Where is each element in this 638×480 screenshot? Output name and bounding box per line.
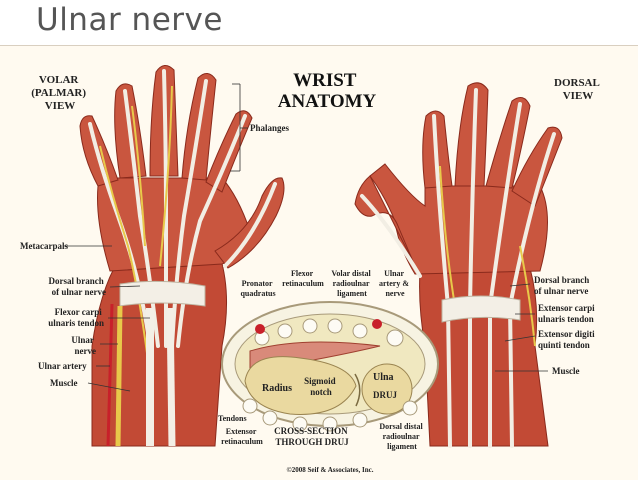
druj-label: DRUJ: [373, 390, 397, 400]
muscle-right-label: Muscle: [552, 366, 580, 376]
volar-view-line-1: VOLAR: [39, 74, 80, 86]
radius-label: Radius: [262, 383, 292, 394]
ulnar-artery-nerve-label: Ulnar artery & nerve: [379, 269, 411, 298]
figure-title: WRIST ANATOMY: [278, 70, 377, 112]
phalanges-label: Phalanges: [250, 123, 290, 133]
edq-tendon-label: Extensor digiti quinti tendon: [538, 329, 597, 350]
fcu-tendon-label: Flexor carpi ulnaris tendon: [48, 307, 104, 328]
dorsal-view-line-2: VIEW: [563, 90, 594, 102]
volar-view-line-3: VIEW: [45, 100, 76, 112]
wrist-anatomy-illustration: WRIST ANATOMY VOLAR (PALMAR) VIEW DORSAL…: [0, 45, 638, 480]
extensor-retinaculum-label: Extensor retinaculum: [221, 427, 263, 446]
ulnar-artery-label: Ulnar artery: [38, 361, 87, 371]
volar-view-label: VOLAR (PALMAR) VIEW: [31, 74, 89, 112]
dorsal-view-line-1: DORSAL: [554, 77, 600, 89]
cross-section-caption: CROSS-SECTION THROUGH DRUJ: [274, 426, 350, 447]
metacarpals-label: Metacarpals: [20, 241, 68, 251]
muscle-left-label: Muscle: [50, 378, 78, 388]
dorsal-distal-ligament-label: Dorsal distal radioulnar ligament: [379, 422, 424, 451]
ulnar-nerve-label: Ulnar nerve: [71, 335, 96, 356]
figure-title-line-1: WRIST: [293, 70, 357, 91]
figure-title-line-2: ANATOMY: [278, 91, 377, 112]
ulna-label: Ulna: [373, 372, 394, 383]
copyright-text: ©2008 Seif & Associates, Inc.: [287, 466, 374, 474]
dorsal-branch-left-label: Dorsal branch of ulnar nerve: [48, 276, 106, 297]
cross-section: [222, 302, 438, 431]
flexor-retinaculum-label: Flexor retinaculum: [282, 269, 324, 288]
volar-view-line-2: (PALMAR): [31, 87, 86, 99]
dorsal-branch-right-label: Dorsal branch of ulnar nerve: [534, 275, 592, 296]
tendons-label: Tendons: [218, 414, 247, 423]
volar-distal-ligament-label: Volar distal radioulnar ligament: [331, 269, 372, 298]
ecu-tendon-label: Extensor carpi ulnaris tendon: [538, 303, 597, 324]
slide-title: Ulnar nerve: [36, 2, 223, 38]
dorsal-view-label: DORSAL VIEW: [554, 77, 602, 102]
pronator-quadratus-label: Pronator quadratus: [240, 279, 275, 298]
